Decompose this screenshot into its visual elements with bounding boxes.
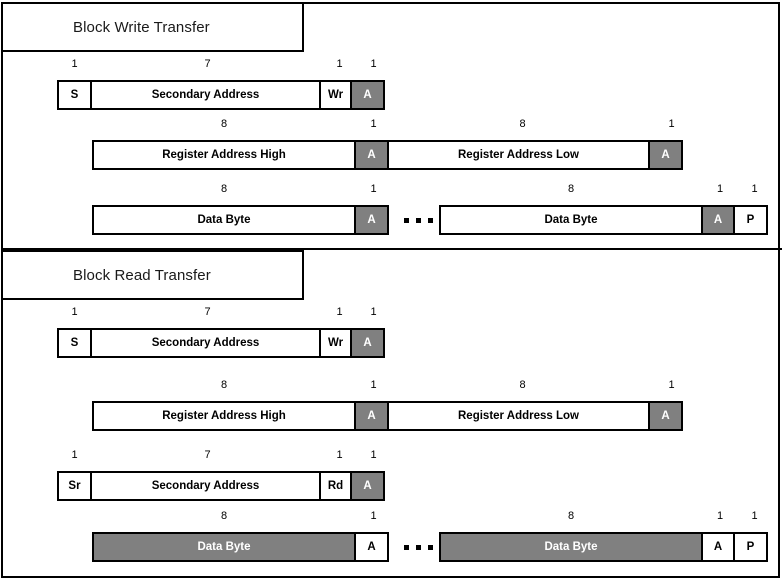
bit-label: 8 — [220, 183, 228, 195]
packet-cell-wr[interactable]: Wr — [319, 80, 352, 110]
section-divider — [1, 248, 782, 250]
packet-cell-register-address-low[interactable]: Register Address Low — [387, 140, 650, 170]
bit-label: 1 — [71, 449, 78, 461]
packet-cell-ack[interactable]: A — [354, 140, 389, 170]
packet-cell-ack[interactable]: A — [350, 471, 385, 501]
bit-label: 1 — [370, 449, 377, 461]
packet-cell-ack[interactable]: A — [354, 205, 389, 235]
bit-label: 7 — [204, 58, 211, 70]
packet-cell-ack[interactable]: A — [350, 328, 385, 358]
bit-label: 1 — [668, 118, 675, 130]
packet-cell-ack[interactable]: A — [350, 80, 385, 110]
packet-cell-ack[interactable]: A — [648, 401, 683, 431]
bit-label: 1 — [370, 58, 377, 70]
packet-cell-secondary-address[interactable]: Secondary Address — [90, 80, 321, 110]
section-title-text: Block Read Transfer — [73, 266, 211, 284]
bit-label: 1 — [370, 183, 377, 195]
bit-label: 7 — [204, 306, 211, 318]
bit-label: 1 — [668, 379, 675, 391]
bit-label: 8 — [220, 510, 228, 522]
bit-label: 1 — [751, 510, 758, 522]
bit-label: 7 — [204, 449, 211, 461]
packet-cell-data-byte[interactable]: Data Byte — [92, 532, 356, 562]
bit-label: 8 — [567, 183, 575, 195]
bit-label: 8 — [220, 379, 228, 391]
packet-cell-data-byte[interactable]: Data Byte — [439, 532, 703, 562]
bit-label: 1 — [751, 183, 758, 195]
packet-cell-repeated-start[interactable]: Sr — [57, 471, 92, 501]
packet-cell-ack[interactable]: A — [354, 532, 389, 562]
packet-cell-register-address-high[interactable]: Register Address High — [92, 140, 356, 170]
ellipsis-dot — [403, 544, 409, 550]
bit-label: 1 — [716, 510, 724, 522]
packet-row-read-restart: Sr Secondary Address Rd A — [57, 471, 385, 501]
bit-label: 8 — [220, 118, 228, 130]
ellipsis-dot — [403, 217, 409, 223]
bit-label: 1 — [370, 379, 377, 391]
bit-label: 1 — [716, 183, 724, 195]
bit-labels-read-data-row: 8 1 8 1 1 — [92, 510, 772, 526]
section-title-block-write-transfer: Block Write Transfer — [1, 2, 304, 52]
bit-label: 1 — [71, 306, 78, 318]
packet-cell-secondary-address[interactable]: Secondary Address — [90, 471, 321, 501]
packet-row-write-data-first: Data Byte A — [92, 205, 389, 235]
bit-labels-write-register-row: 8 1 8 1 — [92, 118, 689, 134]
ellipsis-dot — [415, 217, 421, 223]
bit-labels-write-data-row: 8 1 8 1 1 — [92, 183, 772, 199]
packet-cell-ack[interactable]: A — [701, 532, 735, 562]
packet-row-write-address: S Secondary Address Wr A — [57, 80, 385, 110]
section-title-block-read-transfer: Block Read Transfer — [1, 250, 304, 300]
bit-label: 1 — [336, 449, 343, 461]
packet-cell-rd[interactable]: Rd — [319, 471, 352, 501]
ellipsis-dot — [415, 544, 421, 550]
packet-cell-register-address-low[interactable]: Register Address Low — [387, 401, 650, 431]
packet-cell-start[interactable]: S — [57, 328, 92, 358]
bit-label: 8 — [519, 379, 526, 391]
bit-label: 1 — [336, 58, 343, 70]
packet-row-write-register: Register Address High A Register Address… — [92, 140, 683, 170]
repeat-ellipsis-write — [396, 205, 440, 235]
packet-cell-stop[interactable]: P — [733, 205, 768, 235]
bit-labels-read-register-row: 8 1 8 1 — [92, 379, 689, 395]
ellipsis-dot — [427, 544, 433, 550]
packet-row-read-data-last: Data Byte A P — [439, 532, 768, 562]
packet-cell-data-byte[interactable]: Data Byte — [439, 205, 703, 235]
bit-labels-read-restart-row: 1 7 1 1 — [57, 449, 391, 465]
packet-cell-ack[interactable]: A — [701, 205, 735, 235]
packet-row-write-data-last: Data Byte A P — [439, 205, 768, 235]
bit-label: 1 — [336, 306, 343, 318]
bit-label: 1 — [370, 118, 377, 130]
packet-row-read-register: Register Address High A Register Address… — [92, 401, 683, 431]
repeat-ellipsis-read — [396, 532, 440, 562]
section-title-text: Block Write Transfer — [73, 18, 210, 36]
bit-label: 1 — [370, 510, 377, 522]
packet-cell-register-address-high[interactable]: Register Address High — [92, 401, 356, 431]
bit-labels-write-address-row: 1 7 1 1 — [57, 58, 391, 74]
packet-row-read-data-first: Data Byte A — [92, 532, 389, 562]
bit-label: 1 — [71, 58, 78, 70]
ellipsis-dot — [427, 217, 433, 223]
packet-cell-data-byte[interactable]: Data Byte — [92, 205, 356, 235]
packet-cell-secondary-address[interactable]: Secondary Address — [90, 328, 321, 358]
bit-labels-read-address-row: 1 7 1 1 — [57, 306, 391, 322]
packet-cell-ack[interactable]: A — [354, 401, 389, 431]
packet-cell-stop[interactable]: P — [733, 532, 768, 562]
packet-cell-start[interactable]: S — [57, 80, 92, 110]
packet-cell-wr[interactable]: Wr — [319, 328, 352, 358]
packet-row-read-address: S Secondary Address Wr A — [57, 328, 385, 358]
bit-label: 1 — [370, 306, 377, 318]
packet-cell-ack[interactable]: A — [648, 140, 683, 170]
bit-label: 8 — [519, 118, 526, 130]
bit-label: 8 — [567, 510, 575, 522]
